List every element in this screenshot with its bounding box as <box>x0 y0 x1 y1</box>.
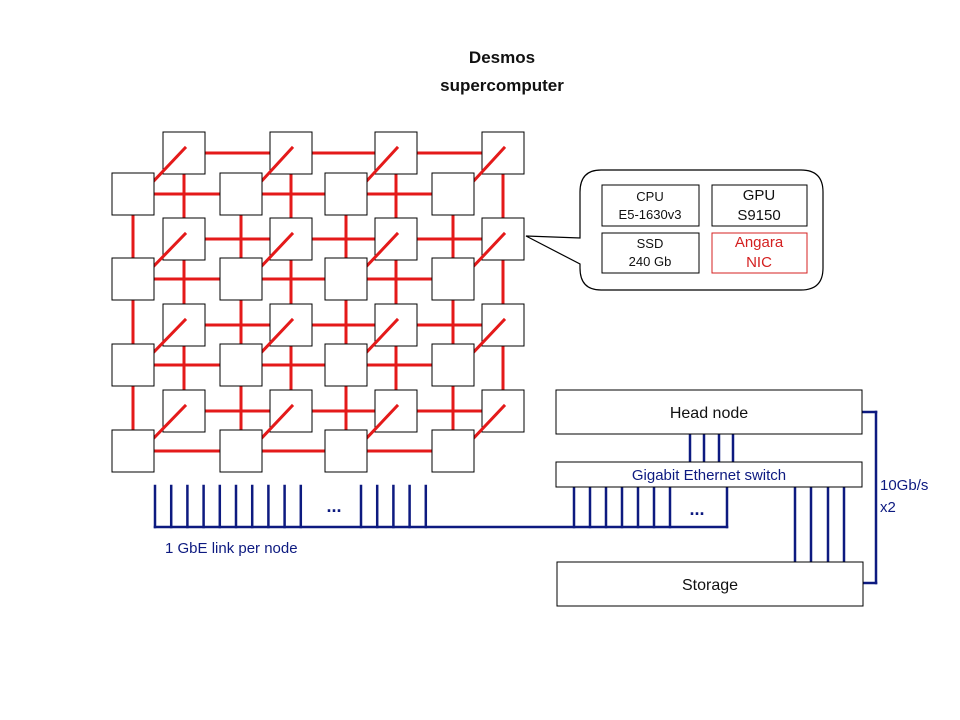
front-node <box>431 172 475 216</box>
ssd-label: SSD <box>637 236 664 251</box>
layer-link <box>360 317 400 359</box>
front-node <box>324 429 368 473</box>
front-node <box>111 257 155 301</box>
back-node <box>269 217 313 261</box>
head-node-box <box>555 389 863 435</box>
layer-link <box>255 317 295 359</box>
front-node <box>219 257 263 301</box>
layer-link <box>255 403 295 445</box>
front-node <box>219 172 263 216</box>
layer-link <box>360 145 400 188</box>
front-node <box>111 429 155 473</box>
cpu-label: CPU <box>636 189 663 204</box>
torus-interconnect <box>131 151 505 453</box>
torus-nodes <box>111 131 525 473</box>
front-node <box>431 429 475 473</box>
layer-link <box>360 231 400 273</box>
cpu-model: E5-1630v3 <box>619 207 682 222</box>
switch-links-ellipsis: ... <box>689 499 704 519</box>
nic-box <box>711 232 808 274</box>
front-node <box>431 257 475 301</box>
back-node <box>374 389 418 433</box>
back-node <box>374 303 418 347</box>
back-node <box>162 217 206 261</box>
head-node-label: Head node <box>670 405 748 422</box>
ssd-capacity: 240 Gb <box>629 254 672 269</box>
ethernet-links <box>153 410 878 585</box>
layer-link <box>147 231 188 273</box>
layer-link <box>467 317 507 359</box>
front-node <box>111 172 155 216</box>
layer-link <box>467 145 507 188</box>
switch-label: Gigabit Ethernet switch <box>632 467 786 484</box>
back-node <box>269 131 313 175</box>
back-node <box>269 389 313 433</box>
back-node <box>374 131 418 175</box>
layer-link <box>255 231 295 273</box>
cpu-box <box>601 184 700 227</box>
storage-label: Storage <box>682 577 738 594</box>
gpu-box <box>711 184 808 227</box>
layer-link <box>255 145 295 188</box>
front-node <box>324 343 368 387</box>
front-node <box>111 343 155 387</box>
nic-label-2: NIC <box>746 254 772 271</box>
uplink-multiplier-label: x2 <box>880 499 896 516</box>
node-links-ellipsis: ... <box>326 496 341 516</box>
per-node-link-label: 1 GbE link per node <box>165 540 298 557</box>
ssd-box <box>601 232 700 274</box>
layer-link <box>467 403 507 445</box>
front-node <box>324 257 368 301</box>
back-node <box>162 389 206 433</box>
gpu-model: S9150 <box>737 207 780 224</box>
layer-link <box>147 317 188 359</box>
back-node <box>374 217 418 261</box>
front-node <box>219 429 263 473</box>
back-node <box>481 131 525 175</box>
front-node <box>431 343 475 387</box>
title-line-1: Desmos <box>469 48 535 67</box>
layer-link <box>147 403 188 445</box>
uplink-speed-label: 10Gb/s <box>880 477 928 494</box>
nic-label: Angara <box>735 234 784 251</box>
front-node <box>324 172 368 216</box>
back-node <box>162 131 206 175</box>
back-node <box>481 389 525 433</box>
gpu-label: GPU <box>743 187 776 204</box>
layer-link <box>147 145 188 188</box>
back-node <box>162 303 206 347</box>
layer-link <box>467 231 507 273</box>
back-node <box>481 217 525 261</box>
storage-box <box>556 561 864 607</box>
layer-link <box>360 403 400 445</box>
back-node <box>269 303 313 347</box>
switch-box <box>555 461 863 488</box>
title-line-2: supercomputer <box>440 76 564 95</box>
back-node <box>481 303 525 347</box>
front-node <box>219 343 263 387</box>
